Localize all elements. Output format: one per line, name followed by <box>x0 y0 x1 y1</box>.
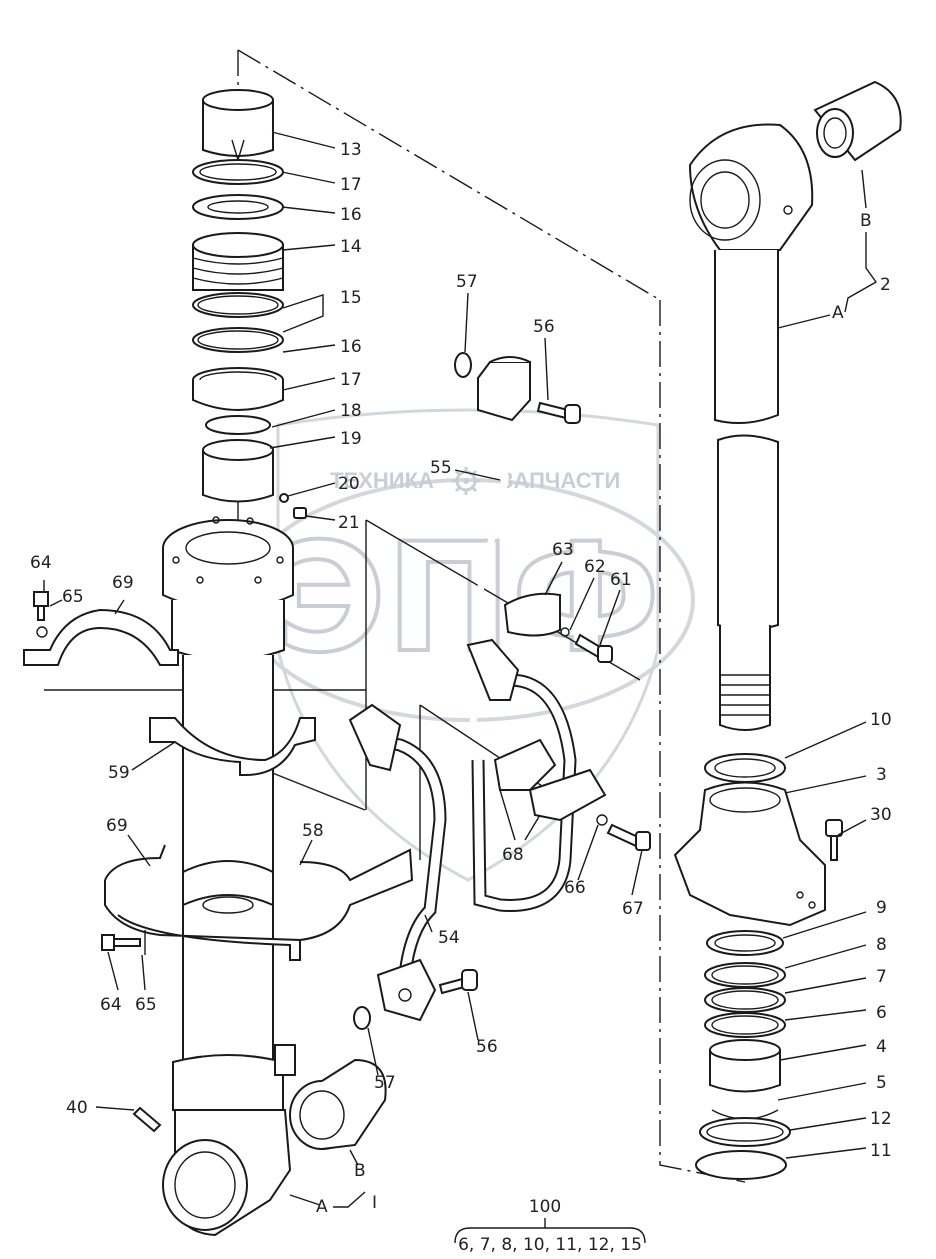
pipe-clamps <box>493 592 651 851</box>
callout-57-lower: 57 <box>374 1073 396 1093</box>
pipes <box>348 352 581 1030</box>
watermark-left-text: ТЕХНИКА <box>330 468 434 493</box>
callout-16-lower: 16 <box>340 337 362 357</box>
callout-56-lower: 56 <box>476 1037 498 1057</box>
clamps <box>23 591 414 961</box>
callout-64-lower: 64 <box>100 995 122 1015</box>
callout-65-lower: 65 <box>135 995 157 1015</box>
callout-9: 9 <box>876 898 887 918</box>
callout-B-left: B <box>354 1161 366 1181</box>
callout-1: I <box>372 1193 377 1213</box>
callout-54: 54 <box>438 928 460 948</box>
callout-3: 3 <box>876 765 887 785</box>
callout-8: 8 <box>876 935 887 955</box>
piston-stack <box>192 89 307 519</box>
callout-30: 30 <box>870 805 892 825</box>
gear-icon <box>452 467 480 495</box>
callout-61: 61 <box>610 570 632 590</box>
callout-17-upper: 17 <box>340 175 362 195</box>
callout-55: 55 <box>430 458 452 478</box>
callout-58: 58 <box>302 821 324 841</box>
callout-64-upper: 64 <box>30 553 52 573</box>
callout-69-lower: 69 <box>106 816 128 836</box>
callout-40: 40 <box>66 1098 88 1118</box>
callout-67: 67 <box>622 899 644 919</box>
callout-56-upper: 56 <box>533 317 555 337</box>
kit-contents: 6, 7, 8, 10, 11, 12, 15 <box>458 1235 642 1255</box>
callout-4: 4 <box>876 1037 887 1057</box>
watermark-right-text: ЗАПЧАСТИ <box>500 468 621 493</box>
callout-14: 14 <box>340 237 362 257</box>
callout-13: 13 <box>340 140 362 160</box>
callout-69-upper: 69 <box>112 573 134 593</box>
callout-16-upper: 16 <box>340 205 362 225</box>
callout-A-left: A <box>316 1197 328 1217</box>
piston-rod-and-gland <box>673 80 902 1180</box>
callout-19: 19 <box>340 429 362 449</box>
callout-15: 15 <box>340 288 362 308</box>
callout-63: 63 <box>552 540 574 560</box>
callout-62: 62 <box>584 557 606 577</box>
callout-21: 21 <box>338 513 360 533</box>
callout-7: 7 <box>876 967 887 987</box>
callout-57-upper: 57 <box>456 272 478 292</box>
callout-11: 11 <box>870 1141 892 1161</box>
callout-labels: 13 17 16 14 15 16 17 18 19 20 21 64 65 6… <box>30 140 892 1255</box>
cylinder-tube-part-1 <box>132 516 387 1237</box>
callout-5: 5 <box>876 1073 887 1093</box>
callout-6: 6 <box>876 1003 887 1023</box>
callout-B-right: B <box>860 211 872 231</box>
callout-17-lower: 17 <box>340 370 362 390</box>
callout-12: 12 <box>870 1109 892 1129</box>
callout-A-right: A <box>832 303 844 323</box>
callout-59: 59 <box>108 763 130 783</box>
callout-65-upper: 65 <box>62 587 84 607</box>
leader-lines <box>43 131 878 1244</box>
callout-68: 68 <box>502 845 524 865</box>
callout-20: 20 <box>338 474 360 494</box>
callout-18: 18 <box>340 401 362 421</box>
callout-2: 2 <box>880 275 891 295</box>
callout-10: 10 <box>870 710 892 730</box>
callout-66: 66 <box>564 878 586 898</box>
kit-number: 100 <box>529 1197 561 1217</box>
